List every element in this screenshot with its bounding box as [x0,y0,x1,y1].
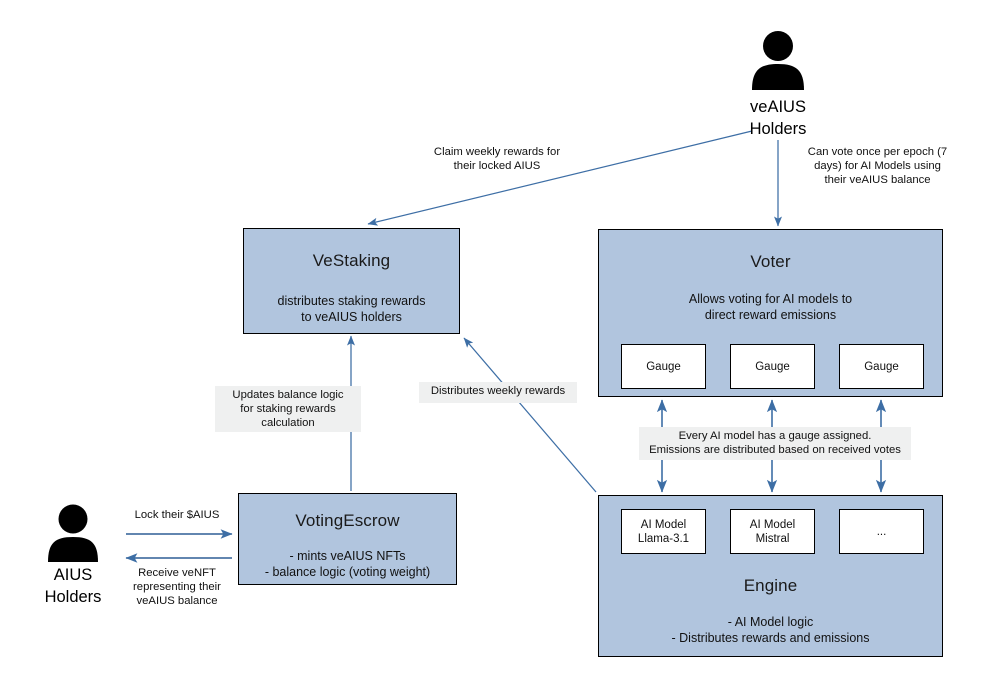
gauge-box-3-label: Gauge [864,360,899,373]
node-engine-sub-line1: - AI Model logic [727,615,814,629]
actor-label-veaius-line2: Holders [749,120,807,138]
edge-label-receive-venft-line2: representing their [133,581,221,593]
node-vestaking-sub-line1: distributes staking rewards [277,294,426,308]
person-icon-aius-holders [48,504,98,562]
node-vestaking-subtitle: distributes staking rewards to veAIUS ho… [244,293,459,325]
gauge-box-1-label: Gauge [646,360,681,373]
actor-label-veaius-holders: veAIUS Holders [708,96,848,140]
edge-label-can-vote-line3: their veAIUS balance [824,174,931,186]
person-icon-veaius-holders [752,31,804,90]
edge-label-gauge-assignment-line2: Emissions are distributed based on recei… [649,444,901,456]
edge-label-updates-balance: Updates balance logic for staking reward… [215,386,361,432]
node-engine-subtitle: - AI Model logic - Distributes rewards a… [599,614,942,646]
node-votingescrow-subtitle: - mints veAIUS NFTs - balance logic (vot… [239,548,456,580]
edge-label-updates-balance-line1: Updates balance logic [232,389,344,401]
edge-label-claim-rewards-line1: Claim weekly rewards for [433,146,561,158]
edge-label-lock-aius-line1: Lock their $AIUS [134,509,220,521]
gauge-box-1[interactable]: Gauge [621,344,706,389]
gauge-box-3[interactable]: Gauge [839,344,924,389]
node-vestaking-title: VeStaking [312,251,391,270]
ai-model-box-3[interactable]: ... [839,509,924,554]
ai-model-box-2-line2: Mistral [755,533,790,545]
edge-label-claim-rewards-line2: their locked AIUS [453,160,541,172]
actor-label-veaius-line1: veAIUS [750,98,806,116]
gauge-box-2-label: Gauge [755,360,790,373]
edge-label-gauge-assignment: Every AI model has a gauge assigned. Emi… [639,427,911,460]
ai-model-box-1-line1: AI Model [640,519,687,531]
node-votingescrow-sub-line1: - mints veAIUS NFTs [289,549,406,563]
node-votingescrow-sub-line2: - balance logic (voting weight) [264,565,431,579]
actor-label-aius-holders: AIUS Holders [3,564,143,608]
edge-label-can-vote-line2: days) for AI Models using [814,160,941,172]
edge-label-receive-venft-line3: veAIUS balance [136,595,218,607]
arrow-distributes-weekly [463,337,597,493]
ai-model-box-1-line2: Llama-3.1 [637,533,690,545]
node-voter-sub-line2: direct reward emissions [704,308,837,322]
node-engine-sub-line2: - Distributes rewards and emissions [671,631,870,645]
ai-model-box-1[interactable]: AI Model Llama-3.1 [621,509,706,554]
edge-label-distributes-weekly-line1: Distributes weekly rewards [430,385,566,397]
actor-label-aius-line2: Holders [44,588,102,606]
gauge-box-2[interactable]: Gauge [730,344,815,389]
edge-label-claim-rewards: Claim weekly rewards for their locked AI… [387,145,607,173]
node-voter-subtitle: Allows voting for AI models to direct re… [599,291,942,323]
edge-label-gauge-assignment-line1: Every AI model has a gauge assigned. [678,430,872,442]
edge-label-can-vote: Can vote once per epoch (7 days) for AI … [785,145,970,187]
actor-label-aius-line1: AIUS [53,566,93,584]
edge-label-updates-balance-line3: calculation [261,417,315,429]
edge-label-distributes-weekly: Distributes weekly rewards [419,382,577,403]
edge-label-can-vote-line1: Can vote once per epoch (7 [807,146,948,158]
ai-model-box-2-line1: AI Model [749,519,796,531]
node-votingescrow-title: VotingEscrow [295,511,400,530]
node-voter-sub-line1: Allows voting for AI models to [688,292,853,306]
node-voter-title: Voter [750,252,791,271]
edge-label-updates-balance-line2: for staking rewards [240,403,336,415]
node-vestaking-sub-line2: to veAIUS holders [301,310,402,324]
edge-label-lock-aius: Lock their $AIUS [114,508,240,522]
ai-model-box-2[interactable]: AI Model Mistral [730,509,815,554]
edge-label-receive-venft-line1: Receive veNFT [138,567,216,579]
node-vestaking[interactable]: VeStaking distributes staking rewards to… [243,228,460,334]
ai-model-box-3-line1: ... [876,525,887,538]
node-votingescrow[interactable]: VotingEscrow - mints veAIUS NFTs - balan… [238,493,457,585]
edge-label-receive-venft: Receive veNFT representing their veAIUS … [114,566,240,608]
node-engine-title: Engine [743,576,798,595]
